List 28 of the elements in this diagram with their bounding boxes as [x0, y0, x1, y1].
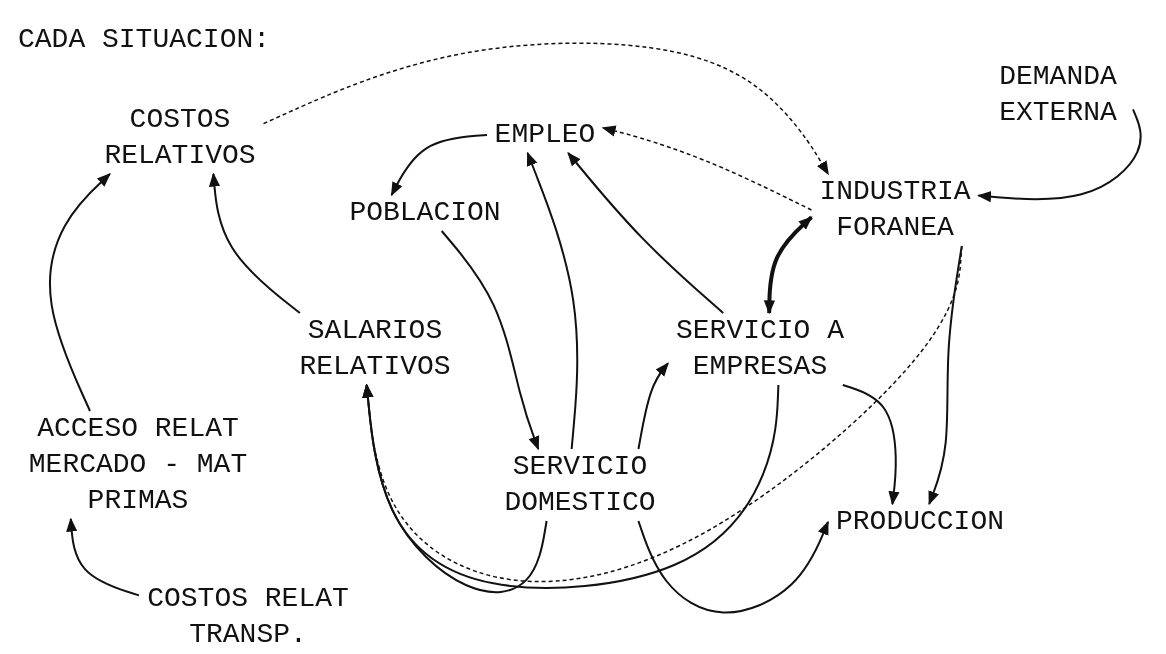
- arrow: [977, 108, 1142, 203]
- arrow: [390, 134, 488, 197]
- arrow: [928, 245, 963, 506]
- node-label: SALARIOS RELATIVOS: [291, 313, 459, 385]
- arrow: [262, 42, 829, 176]
- arrow: [526, 151, 579, 450]
- arrow: [601, 125, 813, 211]
- arrow: [49, 173, 111, 412]
- arrow: [440, 230, 540, 451]
- node-label: SERVICIO DOMESTICO: [496, 449, 664, 521]
- node-label: DEMANDA EXTERNA: [983, 59, 1133, 131]
- arrow: [208, 172, 301, 314]
- node-label: PRODUCCION: [828, 504, 1012, 540]
- arrow: [637, 520, 829, 614]
- arrow: [763, 215, 813, 315]
- node-label: COSTOS RELAT TRANSP.: [139, 581, 357, 653]
- node-label: INDUSTRIA FORANEA: [811, 174, 979, 246]
- node-label: SERVICIO A EMPRESAS: [668, 313, 852, 385]
- node-label: EMPLEO: [487, 117, 603, 153]
- arrow: [841, 384, 900, 506]
- node-label: COSTOS RELATIVOS: [96, 102, 264, 174]
- diagram-title: CADA SITUACION:: [18, 23, 271, 57]
- node-label: POBLACION: [341, 195, 509, 231]
- arrow: [567, 151, 725, 314]
- arrow: [66, 517, 140, 597]
- arrow: [637, 362, 669, 450]
- arrow: [362, 383, 780, 589]
- node-label: ACCESO RELAT MERCADO - MAT PRIMAS: [18, 411, 258, 519]
